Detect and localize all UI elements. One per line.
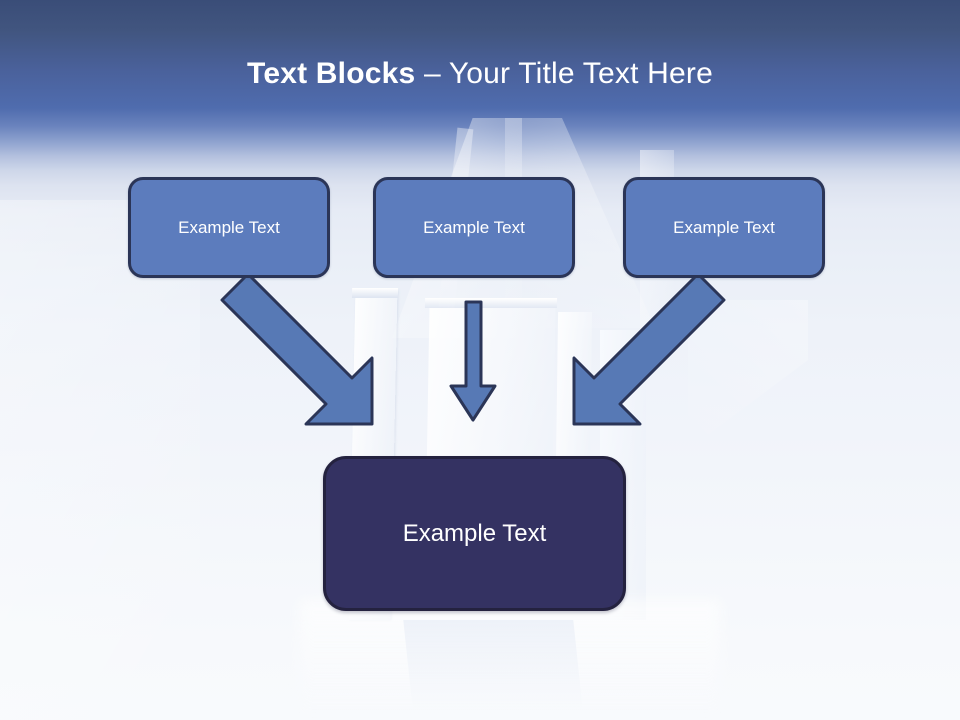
text-block-1-label: Example Text: [178, 217, 280, 237]
text-block-3[interactable]: Example Text: [623, 177, 825, 278]
slide-title-regular-part: Your Title Text Here: [448, 57, 713, 90]
slide-title-bold-part: Text Blocks: [247, 57, 424, 90]
text-block-2[interactable]: Example Text: [373, 177, 575, 278]
text-block-1[interactable]: Example Text: [128, 177, 330, 278]
text-block-result[interactable]: Example Text: [323, 456, 626, 611]
slide-title: Text Blocks – Your Title Text Here: [0, 54, 960, 94]
text-block-2-label: Example Text: [423, 217, 525, 237]
text-block-3-label: Example Text: [673, 217, 775, 237]
slide-title-dash: –: [423, 57, 449, 90]
text-block-result-label: Example Text: [402, 519, 547, 547]
